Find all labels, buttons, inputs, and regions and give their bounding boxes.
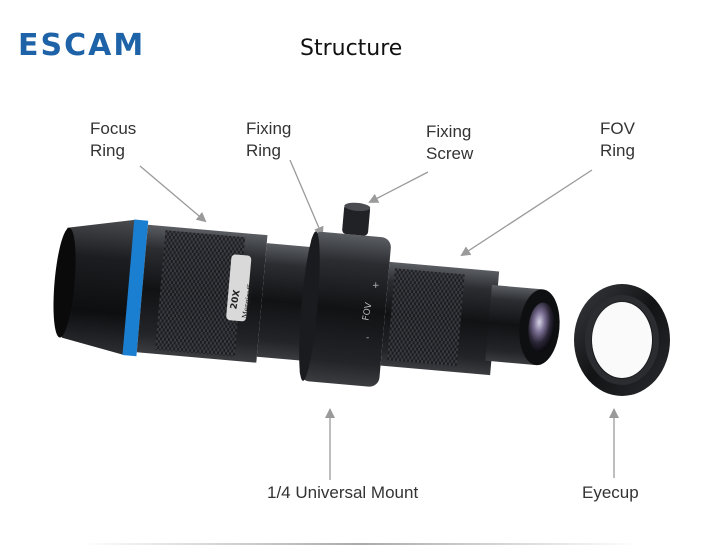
eyecup-opening	[592, 302, 652, 378]
callout-arrows	[139, 159, 619, 480]
blue-accent-ring	[122, 219, 149, 357]
fixing-screw-label-line2: Screw	[426, 144, 474, 163]
focus-ring-label: Focus Ring	[90, 118, 136, 162]
zoom-badge	[226, 254, 252, 322]
fixing-screw-arrow	[368, 171, 429, 203]
fixing-screw-label-line1: Fixing	[426, 122, 472, 141]
fov-ring-arrow	[460, 169, 593, 257]
fixing-ring-label-line2: Ring	[246, 141, 281, 160]
eyecup-label: Eyecup	[582, 483, 639, 502]
eyecup-inner-rim	[585, 295, 659, 385]
focus-ring-label-line1: Focus	[90, 119, 137, 138]
lens-body	[53, 202, 560, 387]
fov-ring-grip	[387, 268, 465, 367]
mount-label: 1/4 Universal Mount	[267, 483, 419, 502]
fixing-ring	[299, 231, 391, 387]
fixing-screw-top	[344, 202, 371, 212]
fov-marking: FOV	[362, 301, 375, 322]
fixing-ring-label-line1: Fixing	[246, 119, 292, 138]
eyepiece-glass	[528, 302, 555, 353]
footer-divider	[80, 543, 640, 545]
fixing-screw-label: Fixing Screw	[426, 121, 473, 165]
lens-hood-rim	[53, 227, 76, 338]
fixing-ring-edge	[299, 231, 320, 381]
brand-logo: ESCAM	[18, 28, 146, 63]
page-title: Structure	[300, 36, 403, 61]
fov-ring-label-line1: FOV	[600, 119, 635, 138]
fov-ring-label: FOV Ring	[600, 118, 635, 162]
lens-hood	[60, 219, 137, 356]
fixing-ring-arrow	[289, 159, 324, 237]
fov-plus-marking: +	[372, 281, 380, 291]
eyecup	[574, 284, 670, 396]
fov-ring-label-line2: Ring	[600, 141, 635, 160]
focus-ring-label-line2: Ring	[90, 141, 125, 160]
fixing-ring-label: Fixing Ring	[246, 118, 291, 162]
focus-ring-grip	[155, 230, 246, 357]
fixing-screw	[342, 204, 371, 236]
focus-ring-arrow	[139, 165, 207, 223]
zoom-marking: 20X	[229, 289, 242, 310]
fov-minus-marking: -	[366, 333, 369, 343]
